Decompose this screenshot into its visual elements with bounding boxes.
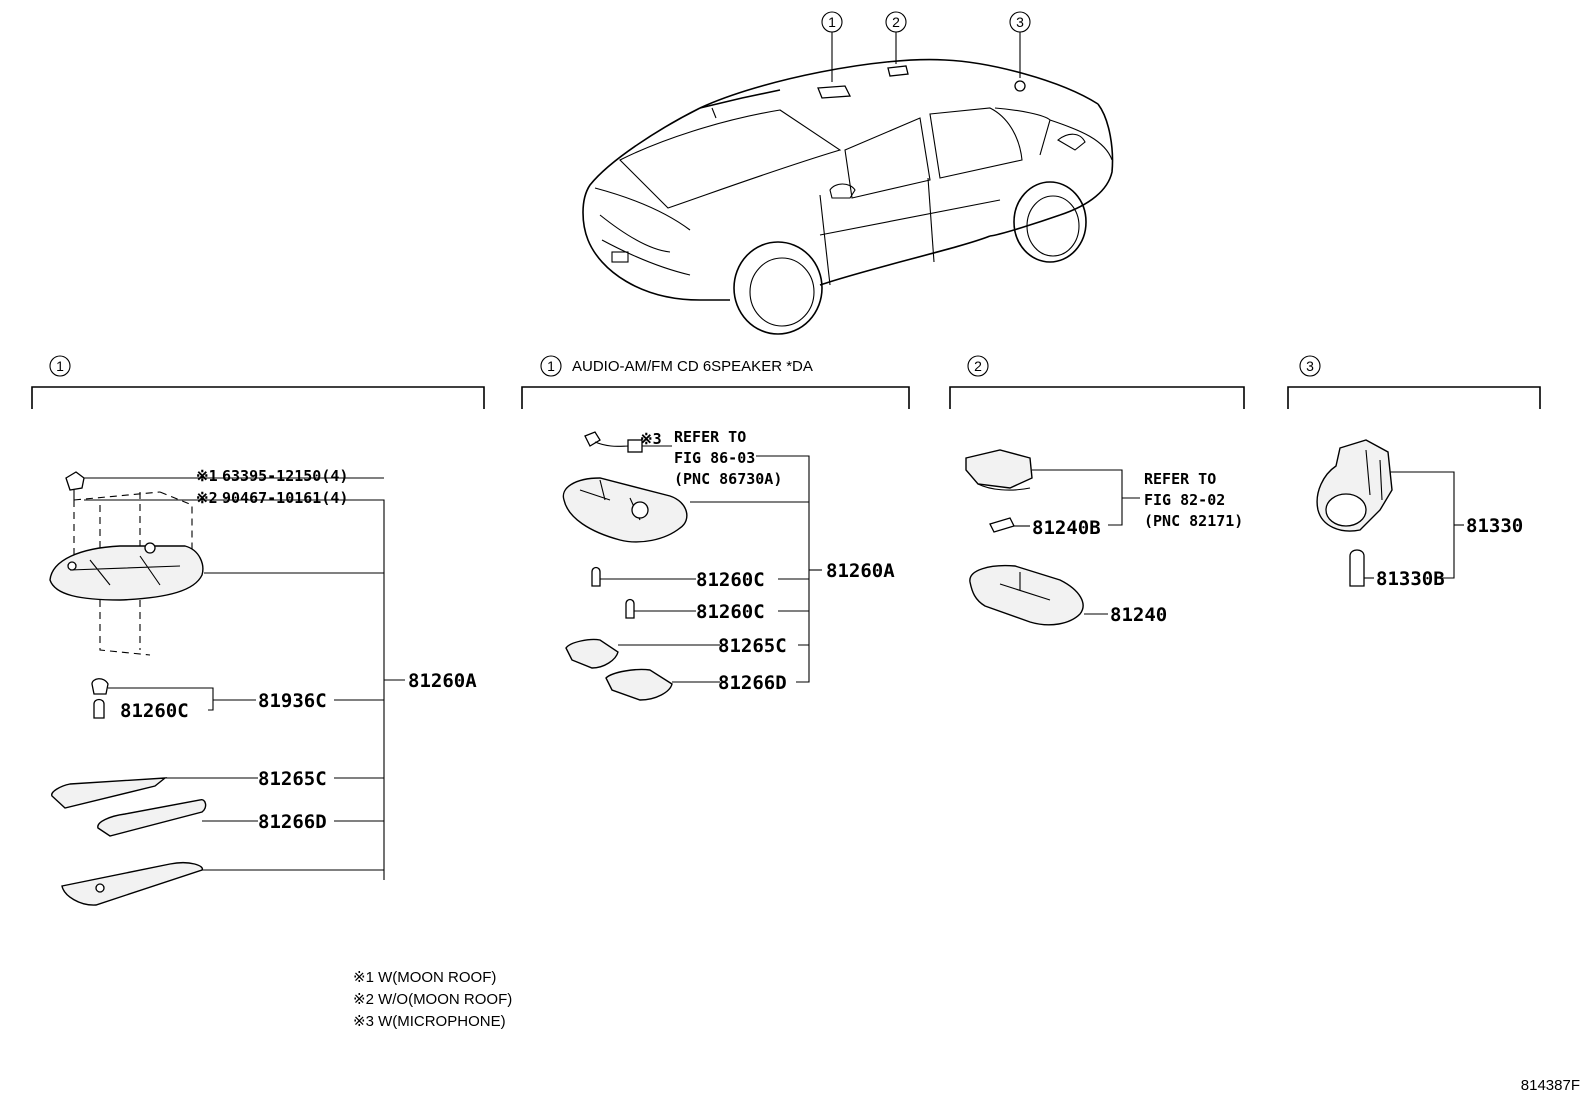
bulb-81330B[interactable]: [1349, 549, 1365, 587]
part-label-81266D-audio: 81266D: [718, 672, 787, 694]
part-label-81266D: 81266D: [258, 811, 327, 833]
cover-plate[interactable]: [61, 861, 204, 906]
legend-item-2: ※2 W/O(MOON ROOF): [353, 991, 512, 1008]
car-callout-1[interactable]: 1: [821, 11, 843, 82]
refer-82-line2: FIG 82-02: [1144, 491, 1225, 509]
part-label-81260A-audio: 81260A: [826, 560, 895, 582]
mic-note-mark: ※3: [640, 430, 662, 448]
legend-item-3: ※3 W(MICROPHONE): [353, 1013, 506, 1030]
svg-text:2: 2: [974, 358, 982, 374]
section-header-1: 1: [31, 355, 485, 409]
figure-id: 814387F: [1521, 1077, 1580, 1094]
section-1-audio-labels: ※3 REFER TO FIG 86-03 (PNC 86730A) 81260…: [640, 428, 895, 694]
clip-part[interactable]: [65, 471, 85, 500]
part-label-81260C-audio-a: 81260C: [696, 569, 765, 591]
svg-text:2: 2: [892, 14, 900, 30]
bulb-holder-81936C[interactable]: [91, 678, 109, 695]
section-1-parts: [49, 471, 405, 906]
part-label-81240B: 81240B: [1032, 517, 1101, 539]
note-no-moonroof-mark: ※2: [196, 489, 218, 507]
lens-81265C[interactable]: [51, 777, 168, 809]
part-label-81260C: 81260C: [120, 700, 189, 722]
section-header-2: 2: [949, 355, 1245, 409]
section-2-parts: [965, 449, 1140, 626]
refer-82-line3: (PNC 82171): [1144, 512, 1243, 530]
note-moonroof-part: 63395-12150(4): [222, 467, 348, 485]
note-no-moonroof-part: 90467-10161(4): [222, 489, 348, 507]
bulb-81260C-b[interactable]: [625, 598, 635, 619]
lens-81266D-audio[interactable]: [605, 668, 673, 701]
part-label-81265C-audio: 81265C: [718, 635, 787, 657]
section-3-labels: 81330 81330B: [1376, 515, 1523, 590]
section-header-1-audio: 1 AUDIO-AM/FM CD 6SPEAKER *DA: [521, 355, 910, 409]
refer-86-line1: REFER TO: [674, 428, 746, 446]
lamp-housing-audio[interactable]: [562, 477, 688, 543]
svg-text:1: 1: [547, 358, 555, 374]
section-1-audio-parts: [562, 431, 822, 701]
note-moonroof-mark: ※1: [196, 467, 218, 485]
section-2-labels: REFER TO FIG 82-02 (PNC 82171) 81240B 81…: [1032, 470, 1243, 626]
room-lamp-socket[interactable]: [965, 449, 1033, 491]
part-label-81330B: 81330B: [1376, 568, 1445, 590]
refer-86-line3: (PNC 86730A): [674, 470, 782, 488]
bulb-81240B[interactable]: [989, 517, 1015, 533]
trunk-lamp-81330[interactable]: [1316, 439, 1393, 532]
car-callout-2[interactable]: 2: [885, 11, 907, 64]
svg-text:3: 3: [1016, 14, 1024, 30]
bulb-81260C[interactable]: [93, 698, 105, 719]
svg-text:1: 1: [56, 358, 64, 374]
section-3-parts: [1316, 439, 1464, 587]
microphone-part[interactable]: [584, 431, 643, 453]
refer-82-line1: REFER TO: [1144, 470, 1216, 488]
car-illustration: 1 2 3: [582, 11, 1114, 335]
legend-item-1: ※1 W(MOON ROOF): [353, 969, 496, 986]
car-callout-3[interactable]: 3: [1009, 11, 1031, 78]
section-header-3: 3: [1287, 355, 1541, 409]
part-label-81260A: 81260A: [408, 670, 477, 692]
lens-81266D[interactable]: [97, 799, 207, 837]
room-lamp-81240[interactable]: [969, 564, 1084, 626]
legend: ※1 W(MOON ROOF) ※2 W/O(MOON ROOF) ※3 W(M…: [353, 969, 512, 1030]
lens-81265C-audio[interactable]: [565, 638, 619, 669]
svg-text:3: 3: [1306, 358, 1314, 374]
part-label-81260C-audio-b: 81260C: [696, 601, 765, 623]
svg-text:1: 1: [828, 14, 836, 30]
part-label-81936C: 81936C: [258, 690, 327, 712]
audio-header-text: AUDIO-AM/FM CD 6SPEAKER *DA: [572, 358, 813, 375]
section-1-labels: ※1 63395-12150(4) ※2 90467-10161(4) 8126…: [120, 467, 477, 833]
part-label-81265C: 81265C: [258, 768, 327, 790]
bulb-81260C-a[interactable]: [591, 566, 601, 587]
part-label-81330: 81330: [1466, 515, 1523, 537]
part-label-81240: 81240: [1110, 604, 1167, 626]
map-lamp-assembly[interactable]: [49, 542, 204, 601]
refer-86-line2: FIG 86-03: [674, 449, 755, 467]
